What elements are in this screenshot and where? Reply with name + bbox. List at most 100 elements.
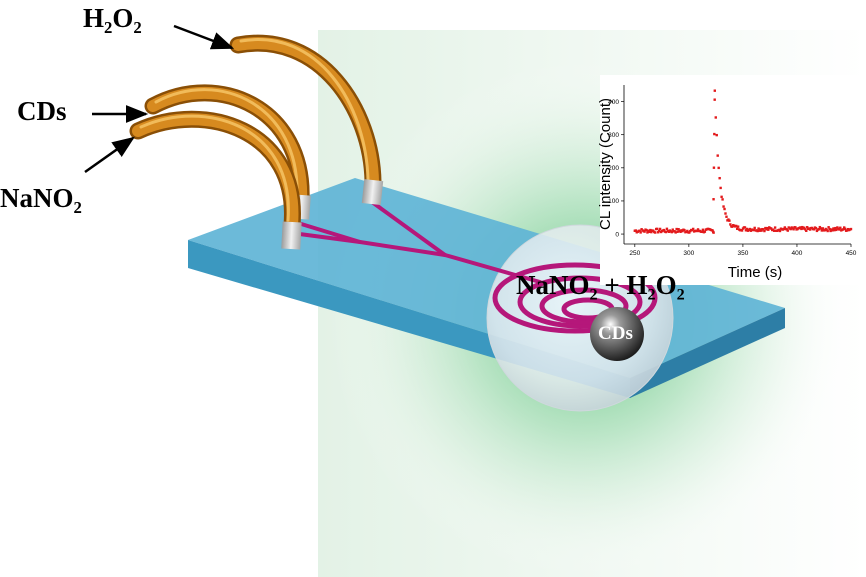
chart-point bbox=[782, 227, 786, 231]
chart-point bbox=[670, 230, 673, 234]
chart-xtick-label: 350 bbox=[737, 250, 748, 257]
chart-point bbox=[715, 133, 718, 137]
chart-point bbox=[724, 212, 727, 215]
chart-point bbox=[638, 229, 641, 232]
chart-point bbox=[829, 229, 832, 233]
chart-point bbox=[792, 228, 795, 231]
chart-point bbox=[773, 226, 777, 229]
label-reaction: NaNO2 + H2O2 bbox=[516, 270, 685, 304]
chart-point bbox=[817, 228, 821, 231]
chart-point bbox=[665, 227, 669, 231]
chart-point bbox=[806, 226, 809, 229]
tube-nano2 bbox=[129, 110, 302, 250]
chart-point bbox=[712, 166, 716, 169]
chart-xtick-label: 250 bbox=[629, 250, 640, 257]
chart-point bbox=[805, 229, 808, 232]
chart-point bbox=[656, 231, 660, 234]
label-nano2: NaNO2 bbox=[0, 183, 82, 217]
chart-point bbox=[760, 229, 763, 232]
chart-point bbox=[725, 215, 728, 218]
chart-point bbox=[677, 228, 680, 231]
chart-point bbox=[703, 230, 707, 233]
chart-point bbox=[675, 227, 678, 231]
chart-point bbox=[818, 225, 822, 229]
chart-point bbox=[735, 224, 738, 228]
chart-point bbox=[652, 229, 655, 233]
chart-xlabel: Time (s) bbox=[728, 264, 782, 281]
chart-point bbox=[657, 229, 661, 233]
chart-point bbox=[720, 195, 723, 199]
arrow-h2o2 bbox=[173, 24, 235, 50]
chart-point bbox=[701, 228, 705, 231]
chart-point bbox=[658, 227, 662, 231]
chart-point bbox=[783, 226, 787, 229]
cds-nanoparticle bbox=[590, 307, 644, 361]
chart-point bbox=[766, 226, 769, 230]
chart-point bbox=[744, 229, 748, 232]
arrow-nano2 bbox=[84, 136, 135, 174]
chart-point bbox=[772, 229, 776, 232]
chart-point bbox=[731, 225, 734, 228]
chart-point bbox=[691, 228, 694, 232]
chart-point bbox=[728, 219, 731, 222]
chart-point bbox=[836, 226, 839, 229]
chart-point bbox=[762, 228, 765, 231]
chart-point bbox=[815, 229, 819, 233]
chart-point bbox=[667, 230, 671, 234]
chart-ytick-label: 0 bbox=[615, 231, 619, 238]
chart-point bbox=[823, 229, 826, 232]
chart-point bbox=[711, 229, 714, 232]
chart-point bbox=[718, 176, 721, 180]
chart-point bbox=[799, 226, 802, 229]
chart-point bbox=[828, 227, 831, 231]
chart-point bbox=[664, 230, 668, 234]
chart-point bbox=[819, 227, 823, 230]
chart-point bbox=[839, 226, 842, 229]
chart-point bbox=[717, 166, 720, 170]
chart-point bbox=[763, 229, 766, 233]
chart-point bbox=[655, 227, 659, 231]
chart-ytick-label: 300 bbox=[608, 132, 619, 139]
chart-point bbox=[803, 226, 806, 229]
chart-point bbox=[801, 225, 804, 229]
chart-point bbox=[838, 228, 841, 231]
chart-point bbox=[729, 223, 732, 226]
chart-point bbox=[643, 230, 646, 233]
chart-point bbox=[800, 227, 803, 231]
chart-point bbox=[804, 228, 807, 231]
label-cds-sphere: CDs bbox=[598, 323, 633, 344]
chart-point bbox=[719, 186, 722, 190]
chart-point bbox=[645, 228, 648, 232]
chart-ytick-label: 100 bbox=[608, 198, 619, 205]
chart-point bbox=[745, 227, 749, 231]
chart-point bbox=[696, 228, 700, 231]
chart-point bbox=[688, 231, 691, 234]
chart-xtick-label: 400 bbox=[792, 250, 803, 257]
chart-point bbox=[748, 227, 752, 231]
chart-point bbox=[691, 227, 695, 231]
chart-point bbox=[736, 225, 740, 228]
label-cds: CDs bbox=[17, 96, 67, 126]
chart-point bbox=[740, 229, 744, 232]
chart-point bbox=[743, 226, 747, 229]
chart-point bbox=[671, 228, 674, 231]
chart-point bbox=[808, 228, 812, 231]
chart-point bbox=[752, 228, 755, 232]
chart-point bbox=[757, 227, 760, 230]
chart-ytick-label: 400 bbox=[608, 99, 619, 106]
chart-point bbox=[683, 228, 686, 232]
chart-point bbox=[695, 229, 699, 233]
chart-point bbox=[714, 116, 717, 119]
chart-point bbox=[648, 230, 651, 234]
chart-point bbox=[712, 198, 715, 201]
chart-point bbox=[650, 230, 653, 234]
chart-point bbox=[786, 229, 789, 232]
chart-point bbox=[758, 229, 761, 232]
chart-point bbox=[722, 205, 725, 208]
chart-point bbox=[713, 98, 716, 101]
chart-point bbox=[794, 226, 797, 229]
chart-point bbox=[770, 227, 773, 230]
chart-point bbox=[767, 228, 770, 231]
